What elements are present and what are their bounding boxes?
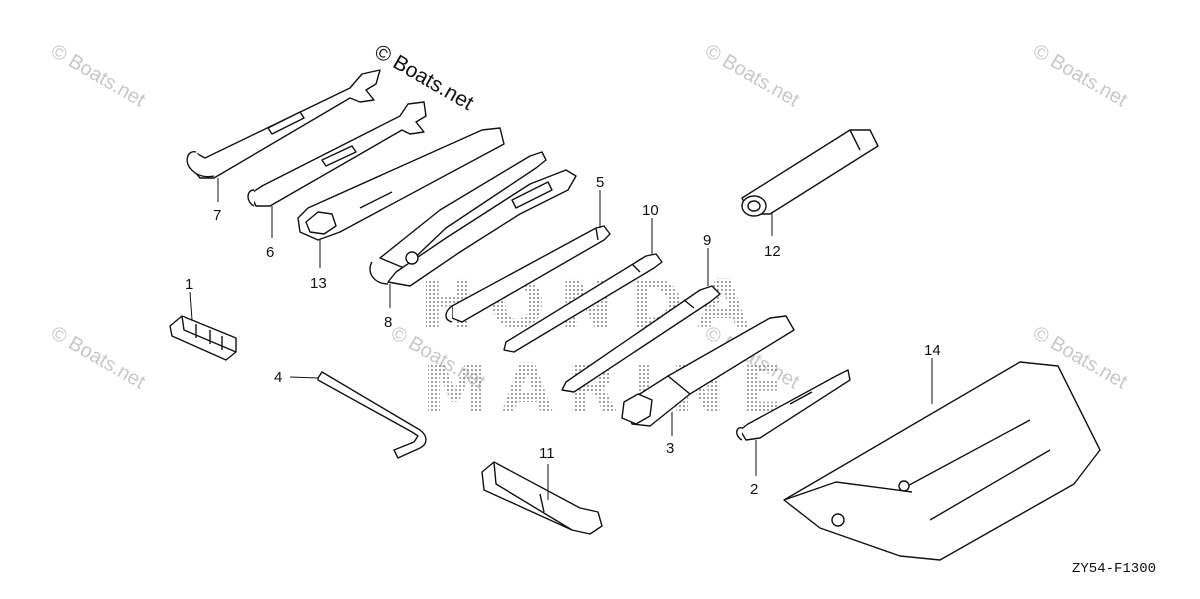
hex-key-4	[317, 371, 427, 459]
callout-11: 11	[539, 445, 555, 462]
callout-3: 3	[666, 440, 674, 457]
diagram-code: ZY54-F1300	[1072, 561, 1157, 577]
screwdriver-handle-11	[481, 461, 603, 535]
callout-6: 6	[266, 244, 274, 261]
pliers-8	[369, 151, 577, 287]
callout-13: 13	[310, 275, 327, 292]
wrench-7	[186, 69, 381, 179]
callout-1: 1	[185, 276, 193, 293]
clip-1	[169, 315, 237, 361]
callout-5: 5	[596, 174, 604, 191]
screwdriver-9	[561, 285, 721, 393]
callout-7: 7	[213, 207, 221, 224]
screwdriver-10	[503, 253, 663, 353]
callout-4: 4	[274, 369, 282, 386]
callout-14: 14	[924, 342, 941, 359]
callout-2: 2	[750, 481, 758, 498]
tool-bag-14	[783, 361, 1101, 561]
screwdriver-5	[445, 225, 611, 323]
callout-9: 9	[703, 232, 711, 249]
wrench-2	[736, 369, 851, 441]
wrench-13	[297, 127, 505, 241]
wrench-6	[247, 101, 427, 207]
callout-8: 8	[384, 314, 392, 331]
box-wrench-3	[621, 315, 795, 427]
socket-tube-12	[741, 129, 879, 217]
callout-10: 10	[642, 202, 659, 219]
callout-12: 12	[764, 243, 781, 260]
